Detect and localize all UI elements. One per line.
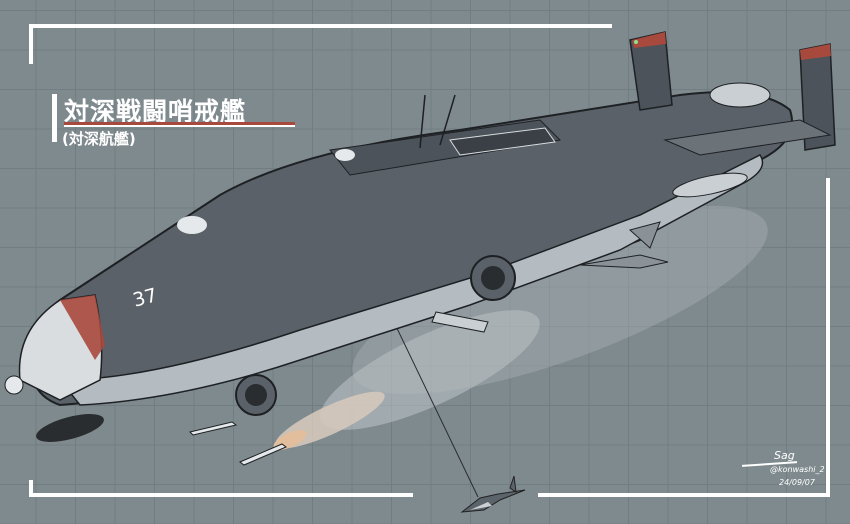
page-title: 対深戦闘哨戒艦 [64, 97, 247, 126]
frame-left-line-bottom [29, 480, 33, 497]
frame-bottom-right-line [538, 493, 829, 497]
frame-bottom-left-line [29, 493, 413, 497]
airship-hull [4, 31, 836, 466]
frame-right-line [826, 178, 830, 497]
title-underline-red [64, 122, 295, 125]
artist-handle: @konwashi_2 [770, 465, 825, 474]
missile-smoke-trail [273, 205, 768, 450]
page-subtitle: (対深航艦) [62, 130, 136, 148]
title-accent-bar [52, 94, 57, 142]
artist-signature-name: Sag [774, 449, 795, 462]
frame-left-line-top [29, 24, 33, 64]
towed-drone [460, 475, 526, 513]
title-underline-white [64, 125, 295, 127]
frame-top-line [29, 24, 612, 28]
artwork-date: 24/09/07 [779, 478, 815, 487]
